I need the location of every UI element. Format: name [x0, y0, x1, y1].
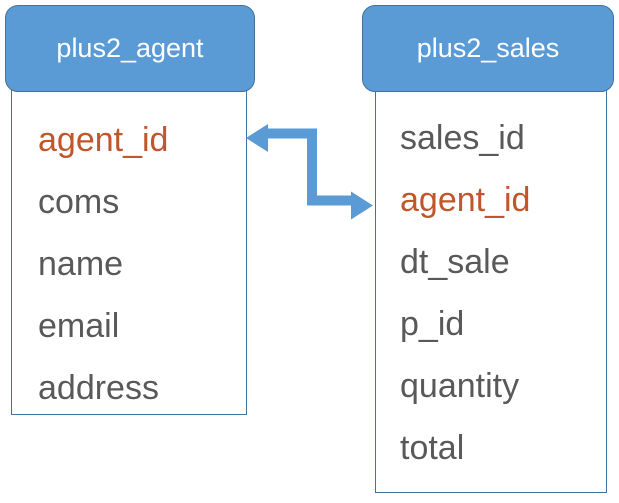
field-row-sales-agent-id[interactable]: agent_id: [376, 169, 606, 231]
connector-arrowhead-right: [351, 191, 373, 220]
field-row-email[interactable]: email: [12, 295, 246, 357]
field-label-name: name: [38, 245, 124, 283]
connector-shaft: [262, 128, 356, 206]
field-row-address[interactable]: address: [12, 357, 246, 419]
entity-plus2-sales-header[interactable]: plus2_sales: [362, 5, 614, 92]
field-row-sales-id[interactable]: sales_id: [376, 107, 606, 169]
field-label-total: total: [400, 429, 465, 467]
field-row-agent-id[interactable]: agent_id: [12, 109, 246, 171]
field-label-sales-id: sales_id: [400, 119, 525, 157]
field-label-quantity: quantity: [400, 367, 520, 405]
field-row-total[interactable]: total: [376, 417, 606, 479]
field-row-quantity[interactable]: quantity: [376, 355, 606, 417]
field-row-coms[interactable]: coms: [12, 171, 246, 233]
entity-plus2-agent-title: plus2_agent: [56, 33, 204, 63]
field-row-name[interactable]: name: [12, 233, 246, 295]
field-label-sales-agent-id: agent_id: [400, 181, 531, 219]
entity-plus2-sales-title: plus2_sales: [416, 33, 560, 63]
entity-plus2-agent-body: agent_id coms name email address: [11, 88, 247, 415]
field-label-dt-sale: dt_sale: [400, 243, 510, 281]
field-label-agent-id: agent_id: [38, 121, 169, 159]
field-label-coms: coms: [38, 183, 120, 221]
entity-plus2-agent-header[interactable]: plus2_agent: [5, 5, 255, 92]
entity-plus2-sales-body: sales_id agent_id dt_sale p_id quantity …: [375, 88, 607, 493]
connector-arrowhead-left: [246, 124, 268, 152]
field-row-p-id[interactable]: p_id: [376, 293, 606, 355]
field-label-email: email: [38, 307, 120, 345]
field-row-dt-sale[interactable]: dt_sale: [376, 231, 606, 293]
field-label-address: address: [38, 369, 159, 407]
field-label-p-id: p_id: [400, 305, 465, 343]
